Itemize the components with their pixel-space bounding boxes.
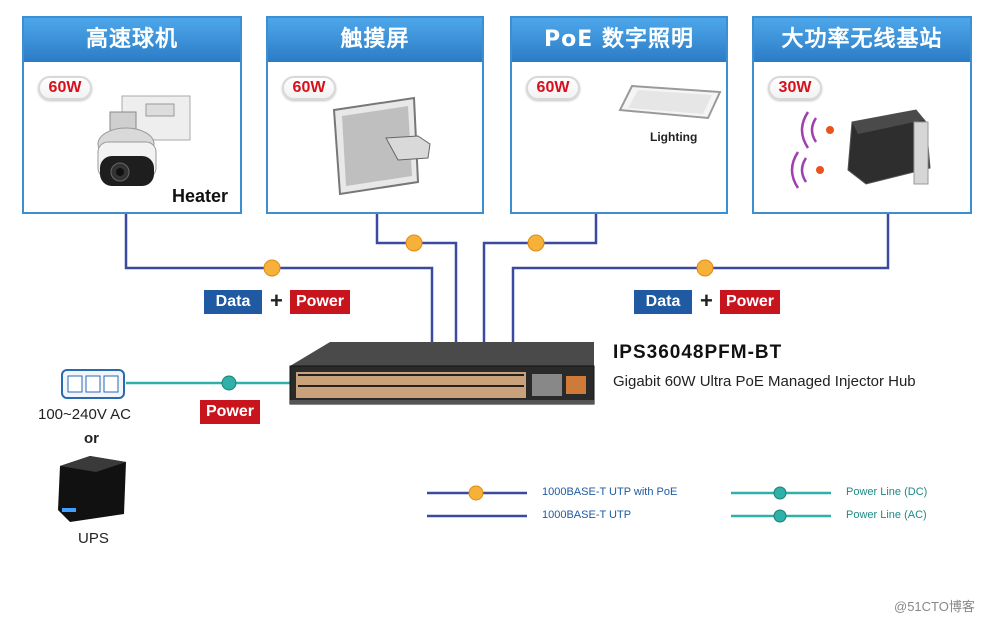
device-panel-dome-camera: 高速球机 60W Heater: [22, 16, 242, 214]
device-title: PoE 数字照明: [512, 18, 726, 62]
switch-model: IPS36048PFM-BT: [613, 342, 783, 363]
power-tag-ac: Power: [200, 400, 260, 424]
device-panel-touch-screen: 触摸屏 60W: [266, 16, 484, 214]
poe-dots: [263, 234, 714, 277]
power-badge: 60W: [38, 76, 92, 100]
touch-screen-icon: [332, 96, 431, 196]
power-badge: 60W: [282, 76, 336, 100]
power-dot: [221, 375, 237, 391]
power-tag-right: Power: [720, 290, 780, 314]
led-panel-icon: [618, 84, 722, 120]
watermark: @51CTO博客: [894, 599, 975, 614]
device-title: 大功率无线基站: [754, 18, 970, 62]
power-badge: 30W: [768, 76, 822, 100]
wireless-base-station-icon: [790, 109, 931, 189]
device-title: 触摸屏: [268, 18, 482, 62]
legend-utp: 1000BASE-T UTP: [542, 509, 632, 521]
plus-sign-right: +: [700, 288, 713, 313]
device-panel-lighting: PoE 数字照明 60W Lighting: [510, 16, 728, 214]
switch-description: Gigabit 60W Ultra PoE Managed Injector H…: [613, 373, 916, 390]
legend-power-ac: Power Line (AC): [846, 509, 927, 521]
device-title: 高速球机: [24, 18, 240, 62]
device-panel-base-station: 大功率无线基站 30W: [752, 16, 972, 214]
ups-label: UPS: [78, 530, 109, 547]
or-label: or: [84, 430, 99, 447]
power-badge: 60W: [526, 76, 580, 100]
data-tag-left: Data: [204, 290, 262, 314]
dome-camera-icon: [97, 95, 191, 186]
ac-voltage-label: 100~240V AC: [38, 406, 131, 423]
data-tag-right: Data: [634, 290, 692, 314]
legend-power-dc: Power Line (DC): [846, 486, 928, 498]
legend-utp-poe: 1000BASE-T UTP with PoE: [542, 486, 678, 498]
power-tag-left: Power: [290, 290, 350, 314]
heater-caption: Heater: [172, 186, 229, 206]
lighting-caption: Lighting: [650, 130, 698, 144]
plus-sign-left: +: [270, 288, 283, 313]
